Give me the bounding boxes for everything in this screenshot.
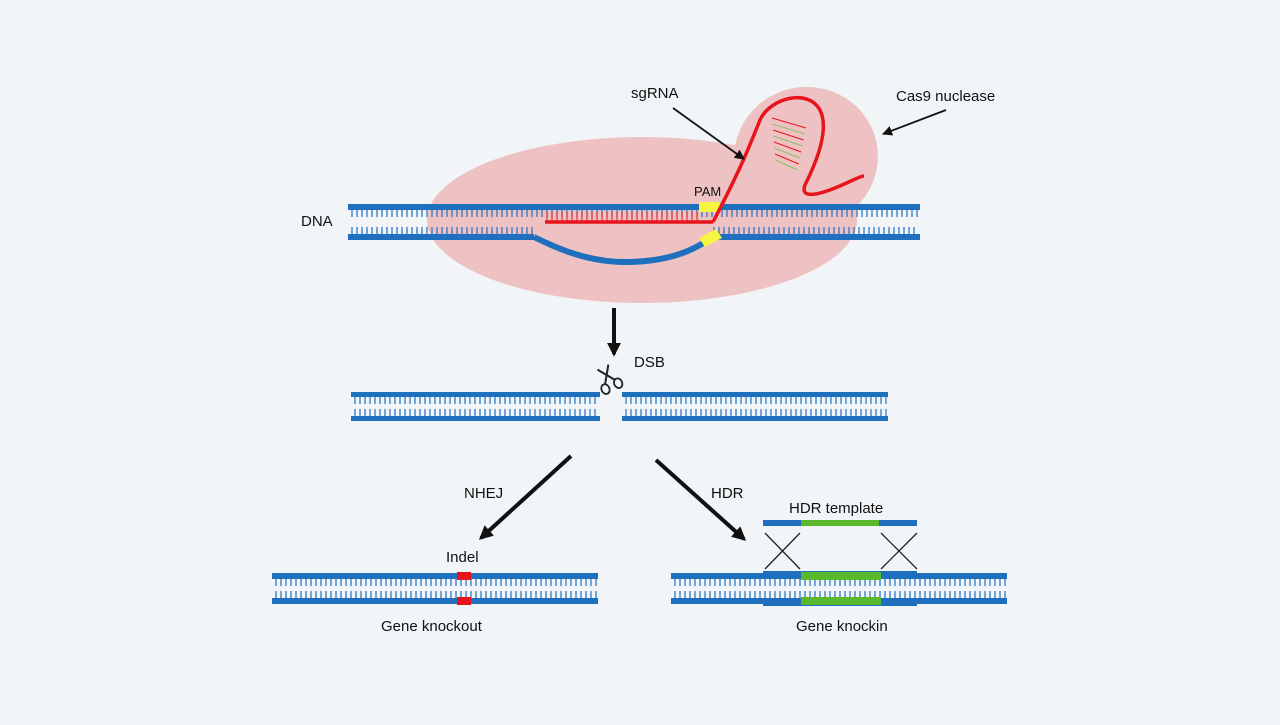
hdr-template-insert — [801, 520, 881, 526]
target-dna — [348, 95, 920, 266]
sgrna-pointer — [672, 107, 745, 160]
knockout-bottom-strand — [272, 598, 598, 604]
hdr-template-left-arm — [763, 520, 803, 526]
hdr-template-label: HDR template — [789, 500, 883, 517]
knockout-top-strand — [272, 573, 598, 579]
knockin-insert-top — [801, 572, 881, 580]
hdr-arrow — [654, 458, 747, 541]
hairpin-tick — [773, 135, 803, 147]
knockin-dna — [671, 571, 1007, 606]
hdr-template — [763, 520, 917, 526]
dsb-label: DSB — [634, 354, 665, 371]
dna-top-strand — [348, 204, 920, 210]
dna-bottom-strand-left — [348, 234, 534, 240]
sgrna-base-pairs — [546, 212, 698, 221]
broken-dna-left-bottom — [351, 416, 600, 421]
dna-displaced-strand — [532, 234, 714, 266]
broken-dna-left-top — [351, 392, 600, 397]
dna-bottom-strand-ticks — [351, 227, 915, 234]
hairpin-tick — [771, 117, 807, 129]
indel-mark-top — [457, 572, 471, 580]
broken-dna-ticks — [354, 397, 887, 416]
knockout-dna — [272, 572, 598, 605]
nhej-label: NHEJ — [464, 485, 503, 502]
cas9-label: Cas9 nuclease — [896, 88, 995, 105]
pam-site-bottom — [699, 229, 722, 247]
hairpin-tick — [773, 141, 802, 153]
cas9-pointer — [882, 109, 947, 136]
pam-label: PAM — [694, 184, 721, 199]
hairpin-tick — [774, 147, 801, 159]
cas9-protein — [427, 86, 878, 303]
sgrna-label: sgRNA — [631, 85, 679, 102]
hdr-template-right-arm — [879, 520, 917, 526]
gene-knockin-label: Gene knockin — [796, 618, 888, 635]
crossover-lines — [764, 532, 918, 570]
nhej-arrow — [478, 454, 573, 540]
broken-dna — [351, 392, 888, 421]
sgrna-hairpin-pairs — [771, 117, 807, 171]
knockout-ticks — [275, 579, 597, 598]
indel-label: Indel — [446, 549, 479, 566]
hdr-label: HDR — [711, 485, 744, 502]
hairpin-tick — [772, 129, 804, 141]
broken-dna-right-top — [622, 392, 888, 397]
dna-label: DNA — [301, 213, 333, 230]
scissors-icon — [596, 364, 624, 395]
pam-site-top — [699, 202, 720, 212]
hairpin-tick — [774, 153, 799, 165]
indel-mark-bottom — [457, 597, 471, 605]
dna-bottom-strand-right — [712, 234, 920, 240]
cas9-lobe — [734, 86, 878, 228]
knockin-insert-bottom — [801, 597, 881, 605]
gene-knockout-label: Gene knockout — [381, 618, 483, 635]
knockin-ticks — [674, 579, 1006, 598]
hairpin-tick — [772, 123, 805, 135]
sgrna-scaffold — [711, 95, 865, 223]
broken-dna-right-bottom — [622, 416, 888, 421]
hairpin-tick — [775, 159, 798, 171]
